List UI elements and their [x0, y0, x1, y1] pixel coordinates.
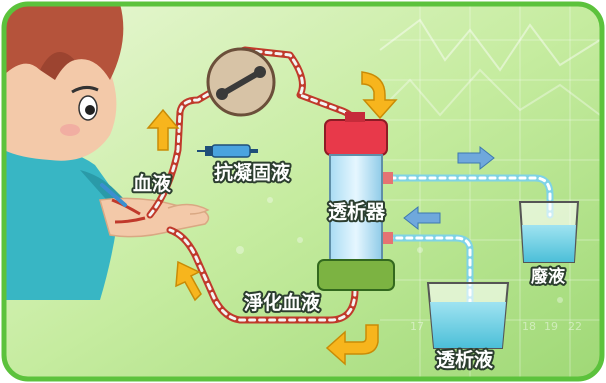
dialyzer-green-cap — [317, 259, 395, 291]
label-anticoagulant: 抗凝固液 — [214, 161, 291, 184]
background-number: 22 — [568, 320, 582, 333]
patient-face — [4, 33, 117, 161]
label-blood: 血液 — [133, 172, 172, 195]
background-number: 19 — [544, 320, 558, 333]
background-line-1 — [379, 18, 601, 72]
background-number: 18 — [522, 320, 536, 333]
dialyzer: 透析器 — [317, 112, 395, 291]
background-line-2 — [379, 68, 601, 117]
dialyzer-red-cap — [324, 119, 388, 156]
patient-shirt — [4, 147, 120, 300]
dialyzer-column — [329, 154, 383, 261]
arrow-up-icon — [175, 260, 202, 302]
arrow-left-icon — [325, 324, 379, 366]
background-grid — [380, 4, 602, 379]
waste-beaker: 廢液 — [518, 201, 580, 289]
background-number: 17 — [410, 320, 424, 333]
arrow-left-icon — [403, 205, 441, 231]
patient-figure — [4, 4, 210, 300]
syringe-icon — [197, 144, 258, 158]
arrow-right-icon — [457, 145, 495, 171]
dialysate-beaker: 透析液 — [426, 282, 510, 373]
label-waste-fluid: 廢液 — [531, 266, 565, 287]
blood-pump-icon — [206, 47, 276, 117]
dialysate-tubing — [386, 174, 554, 309]
background-dots — [236, 197, 563, 304]
arrow-down-icon — [361, 71, 398, 120]
label-dialysate: 透析液 — [436, 348, 494, 371]
label-purified-blood: 淨化血液 — [244, 291, 321, 314]
arrow-up-icon — [146, 108, 180, 151]
label-dialyzer: 透析器 — [328, 200, 386, 223]
patient-hair — [4, 4, 124, 80]
